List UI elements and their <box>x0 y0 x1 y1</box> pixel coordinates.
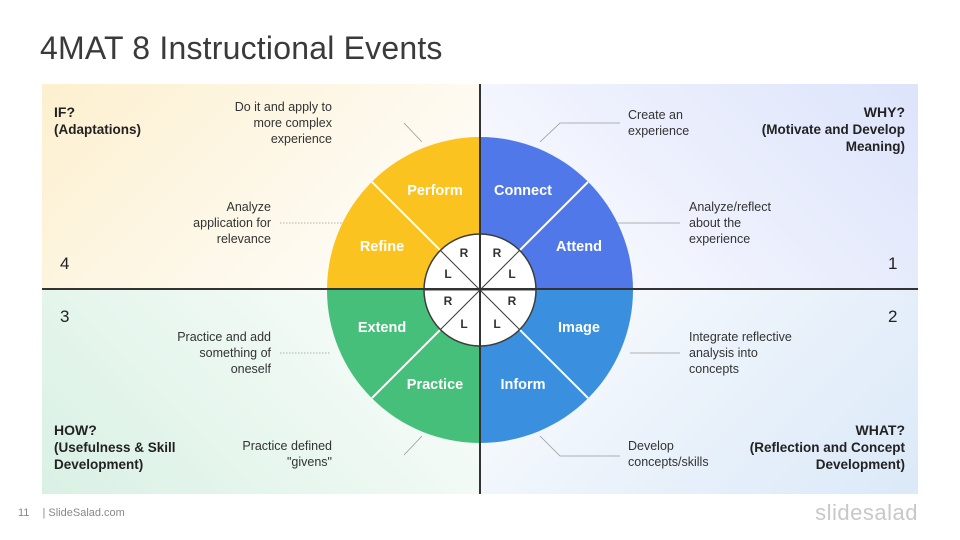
footer: 11 | SlideSalad.com <box>18 507 125 519</box>
quadrant-why-sub: (Motivate and Develop Meaning) <box>761 122 905 154</box>
segment-practice: Practice <box>407 377 463 393</box>
quadrant-number-2: 2 <box>888 307 898 326</box>
segment-perform: Perform <box>407 183 463 199</box>
segment-attend: Attend <box>556 239 602 255</box>
segment-inform: Inform <box>500 377 545 393</box>
brand-logo: slidesalad <box>815 500 918 525</box>
segment-connect: Connect <box>494 183 552 199</box>
page-number: 11 <box>18 507 30 519</box>
quadrant-why-label: WHY? <box>863 104 905 120</box>
quadrant-number-4: 4 <box>60 254 70 273</box>
segment-refine: Refine <box>360 239 404 255</box>
inner-letter: R <box>508 294 517 308</box>
footer-site: | SlideSalad.com <box>42 507 125 519</box>
inner-letter: L <box>508 267 515 281</box>
quadrant-why-heading: WHY? (Motivate and Develop Meaning) <box>735 104 905 155</box>
vertical-axis <box>479 84 481 494</box>
page-title: 4MAT 8 Instructional Events <box>40 30 443 66</box>
note-perform: Do it and apply to more complex experien… <box>234 100 332 146</box>
inner-letter: R <box>493 246 502 260</box>
quadrant-what-heading: WHAT? (Reflection and Concept Developmen… <box>725 422 905 473</box>
note-image: Integrate reflective analysis into conce… <box>689 330 792 376</box>
segment-image: Image <box>558 320 600 336</box>
note-attend: Analyze/reflect about the experience <box>689 200 771 246</box>
quadrant-number-3: 3 <box>60 307 70 326</box>
segment-extend: Extend <box>358 320 406 336</box>
inner-letter: R <box>460 246 469 260</box>
quadrant-what-sub: (Reflection and Concept Development) <box>749 440 905 472</box>
note-inform: Develop concepts/skills <box>628 439 709 469</box>
inner-letter: R <box>444 294 453 308</box>
inner-letter: L <box>444 267 451 281</box>
quadrant-how-heading: HOW? (Usefulness & Skill Development) <box>54 422 214 473</box>
inner-letter: L <box>493 317 500 331</box>
quadrant-how-sub: (Usefulness & Skill Development) <box>54 440 176 472</box>
connector-inform <box>539 435 620 457</box>
connector-perform <box>403 122 423 143</box>
quadrant-what-label: WHAT? <box>855 422 906 438</box>
quadrant-if-heading: IF? (Adaptations) <box>54 104 141 138</box>
connector-practice <box>403 435 423 456</box>
quadrant-number-1: 1 <box>888 254 898 273</box>
note-connect: Create an experience <box>628 108 690 138</box>
note-extend: Practice and add something of oneself <box>177 330 271 376</box>
quadrant-if-label: IF? <box>54 104 75 120</box>
inner-letter: L <box>460 317 467 331</box>
note-practice: Practice defined "givens" <box>242 439 332 469</box>
quadrant-how-label: HOW? <box>54 422 97 438</box>
note-refine: Analyze application for relevance <box>193 200 271 246</box>
connector-connect <box>539 122 620 143</box>
quadrant-if-sub: (Adaptations) <box>54 122 141 137</box>
